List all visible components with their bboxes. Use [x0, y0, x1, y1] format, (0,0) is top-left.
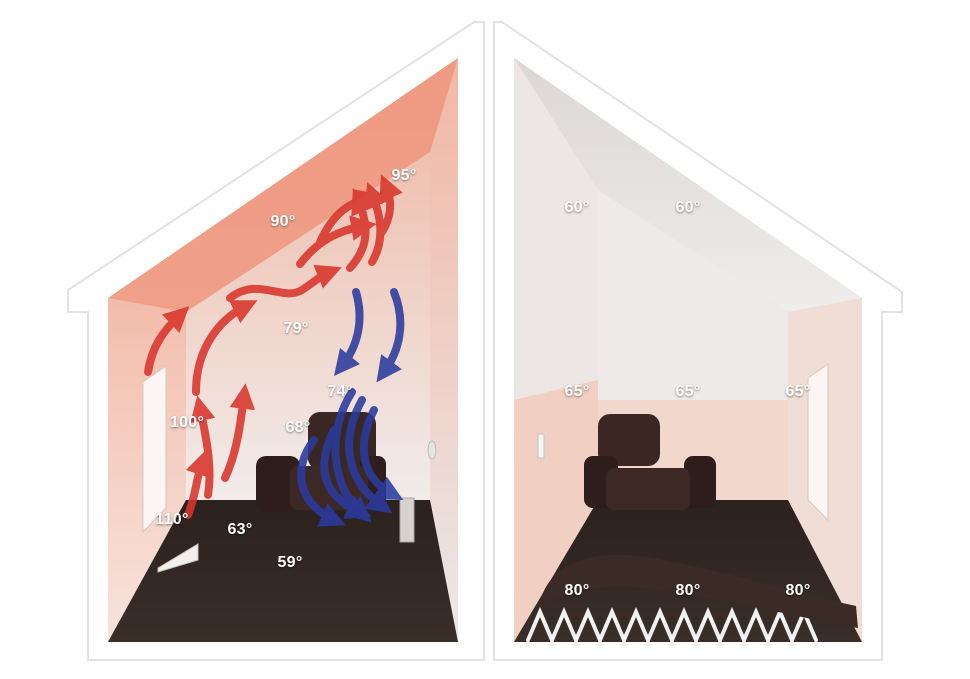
left-door [142, 365, 167, 534]
left-ceiling [108, 58, 458, 312]
hot-arrow [192, 300, 258, 396]
left-floor [108, 500, 458, 642]
temp-label-ceiling-right: 60° [675, 199, 701, 216]
cold-air-arrows [297, 288, 405, 527]
temp-label-chair: 68° [285, 419, 311, 436]
temp-label-floor-near: 63° [227, 521, 253, 538]
temp-label-upper-room: 79° [283, 320, 309, 337]
thermostat [427, 440, 437, 460]
hot-air-arrows [144, 174, 403, 519]
radiant-floor-tubing [526, 606, 818, 646]
temp-label-floor-right: 80° [785, 582, 811, 599]
temp-label-ceiling-left: 60° [564, 199, 590, 216]
cold-arrow [376, 288, 405, 383]
temp-label-floor-center: 80° [675, 582, 701, 599]
hot-arrow [184, 449, 211, 519]
temp-label-wall-right: 65° [785, 383, 811, 400]
cold-arrow [359, 406, 404, 501]
temp-label-ceiling: 90° [270, 213, 296, 230]
left-house [67, 21, 485, 661]
cold-arrow [320, 426, 372, 519]
temp-label-mid-left: 100° [169, 414, 205, 431]
right-armchair [584, 414, 716, 510]
hot-arrow [226, 264, 342, 302]
floor-vent [157, 543, 199, 573]
cold-arrow [334, 288, 364, 376]
right-door [807, 363, 829, 522]
temp-label-vent: 110° [155, 511, 189, 528]
hot-arrow [378, 174, 403, 236]
temp-label-ceiling-peak: 95° [391, 167, 417, 184]
hot-arrow [346, 188, 375, 272]
return-vent [399, 497, 415, 543]
left-right-wall [430, 58, 458, 642]
right-ceiling [514, 58, 862, 312]
hot-arrow [144, 306, 190, 376]
right-house [493, 21, 903, 661]
temp-label-floor: 59° [277, 554, 303, 571]
hot-arrow [190, 395, 216, 499]
hot-arrow [221, 383, 256, 482]
cold-arrow [297, 436, 346, 527]
temp-label-mid-right: 74° [327, 383, 353, 400]
temp-label-wall-center: 65° [675, 383, 701, 400]
hot-arrow [296, 215, 377, 268]
light-switch [537, 433, 545, 459]
temp-label-wall-left: 65° [564, 383, 590, 400]
temp-label-floor-left: 80° [564, 582, 590, 599]
rolled-carpet [540, 554, 858, 628]
